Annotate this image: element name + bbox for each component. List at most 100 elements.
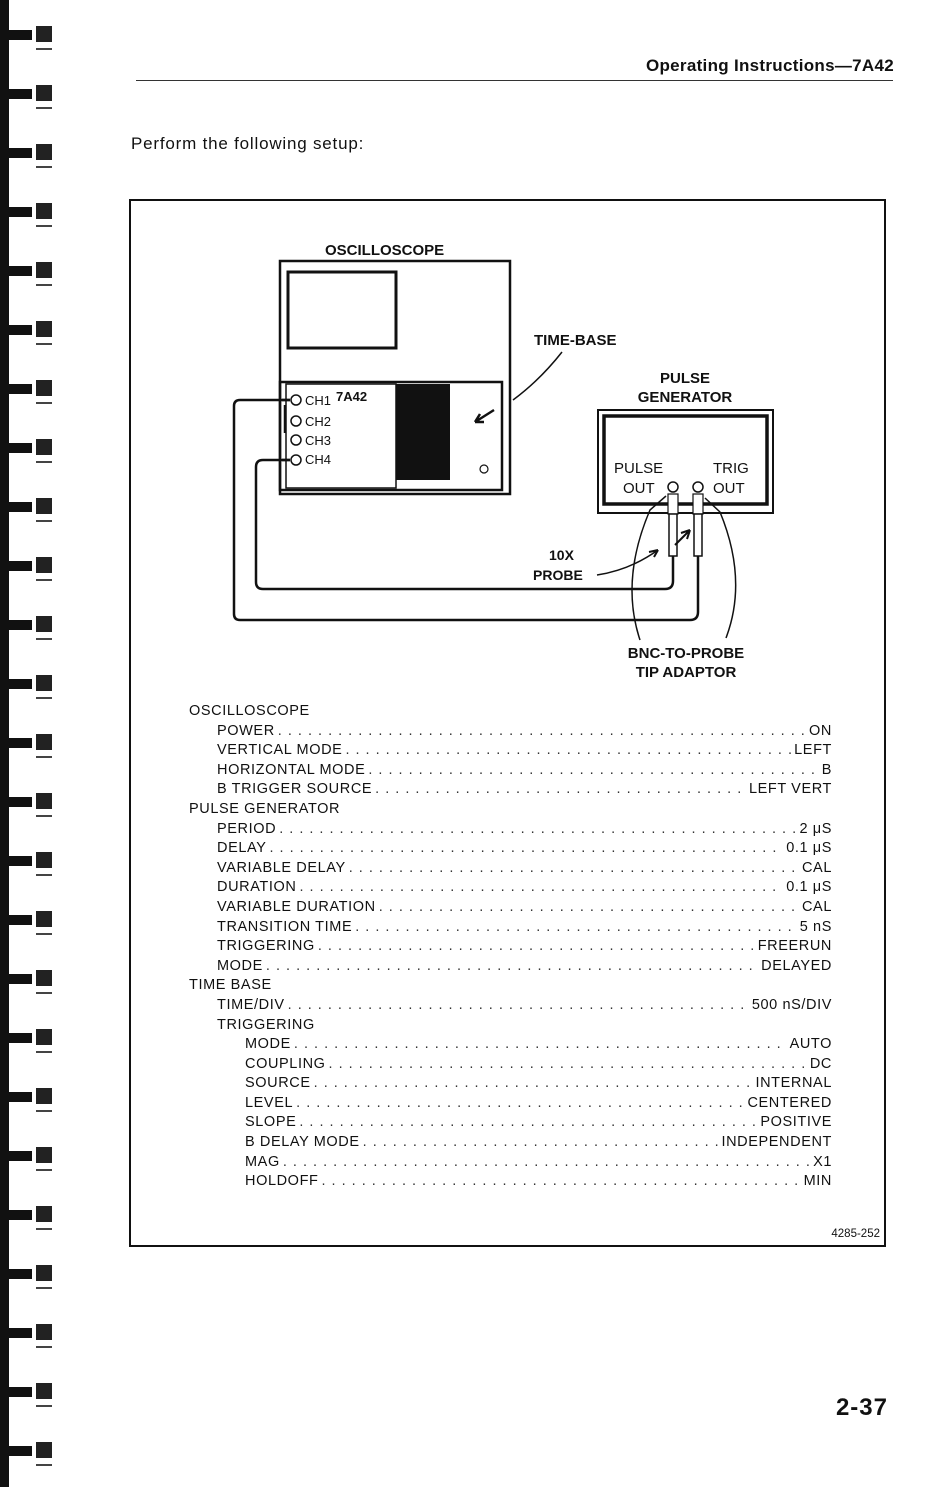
binding-mark bbox=[36, 166, 52, 168]
setting-row: HOLDOFF MIN bbox=[189, 1172, 832, 1192]
channel-label-ch1: CH1 bbox=[305, 393, 331, 408]
trig-out-connector bbox=[692, 481, 704, 493]
pulse-gen-label-1: PULSE bbox=[660, 370, 710, 387]
setting-row: LEVEL CENTERED bbox=[189, 1094, 832, 1114]
setting-label: B DELAY MODE bbox=[245, 1134, 360, 1151]
setting-label: MODE bbox=[245, 1036, 291, 1053]
binding-hole bbox=[36, 557, 52, 573]
binding-ring bbox=[0, 502, 32, 512]
setting-label: POWER bbox=[217, 722, 275, 739]
settings-list: OSCILLOSCOPE POWERONVERTICAL MODELEFTHOR… bbox=[189, 702, 832, 1192]
figure-frame bbox=[129, 199, 886, 1247]
plugin-compartment bbox=[278, 380, 504, 492]
binding-ring bbox=[0, 1446, 32, 1456]
channel-label-ch2: CH2 bbox=[305, 414, 331, 429]
setting-value: DELAYED bbox=[761, 957, 832, 974]
binding-hole bbox=[36, 262, 52, 278]
binding-ring bbox=[0, 1033, 32, 1043]
setting-label: TRIGGERING bbox=[217, 938, 315, 955]
setting-value: 5 nS bbox=[799, 918, 832, 935]
binding-mark bbox=[36, 520, 52, 522]
page-number: 2-37 bbox=[835, 1394, 888, 1421]
binding-mark bbox=[36, 107, 52, 109]
setting-label: TRANSITION TIME bbox=[217, 918, 353, 935]
binding-mark bbox=[36, 1464, 52, 1466]
dot-leader bbox=[379, 898, 799, 918]
dot-leader bbox=[283, 1153, 810, 1173]
adaptor-leader-left bbox=[631, 495, 667, 641]
dot-leader bbox=[314, 1074, 753, 1094]
plugin-panel-black bbox=[396, 384, 450, 480]
setting-row: MODE DELAYED bbox=[189, 957, 832, 977]
probe-label-2: PROBE bbox=[533, 567, 583, 583]
binding-hole bbox=[36, 1265, 52, 1281]
probe-leader bbox=[596, 549, 659, 576]
setting-row: VARIABLE DURATIONCAL bbox=[189, 898, 832, 918]
setting-value: ON bbox=[809, 722, 832, 739]
pulse-out-connector bbox=[667, 481, 679, 493]
binding-mark bbox=[36, 1110, 52, 1112]
setting-row: TRANSITION TIME 5 nS bbox=[189, 918, 832, 938]
setting-row: PERIOD2 μS bbox=[189, 820, 832, 840]
setting-label: B TRIGGER SOURCE bbox=[217, 781, 373, 798]
setting-label: MODE bbox=[217, 957, 263, 974]
dot-leader bbox=[363, 1133, 719, 1153]
adaptor-leader-right bbox=[704, 497, 737, 639]
binding-mark bbox=[36, 638, 52, 640]
binding-mark bbox=[36, 225, 52, 227]
binding-ring bbox=[0, 915, 32, 925]
timebase-arrow bbox=[473, 408, 495, 424]
trig-out-label-1: TRIG bbox=[713, 460, 749, 477]
probe-lead-in bbox=[282, 398, 290, 462]
probe-label-1: 10X bbox=[549, 547, 575, 563]
dot-leader bbox=[318, 937, 755, 957]
intro-text: Perform the following setup: bbox=[131, 134, 365, 153]
section-triggering: TRIGGERING bbox=[217, 1016, 315, 1033]
binding-mark bbox=[36, 697, 52, 699]
binding-hole bbox=[36, 144, 52, 160]
binding-mark bbox=[36, 343, 52, 345]
binding-mark bbox=[36, 461, 52, 463]
setting-value: 2 μS bbox=[799, 820, 832, 837]
setting-row: SOURCEINTERNAL bbox=[189, 1074, 832, 1094]
setting-label: LEVEL bbox=[245, 1094, 294, 1111]
binding-mark bbox=[36, 1169, 52, 1171]
binding-ring bbox=[0, 89, 32, 99]
setting-row: SLOPEPOSITIVE bbox=[189, 1113, 832, 1133]
oscilloscope-body bbox=[278, 259, 512, 496]
binding-hole bbox=[36, 439, 52, 455]
setting-label: SOURCE bbox=[245, 1075, 311, 1092]
setting-value: B bbox=[821, 761, 832, 778]
binding-hole bbox=[36, 911, 52, 927]
binding-hole bbox=[36, 675, 52, 691]
setting-row: MAGX1 bbox=[189, 1153, 832, 1173]
dot-leader bbox=[299, 878, 783, 898]
binding-mark bbox=[36, 933, 52, 935]
setting-value: 500 nS/DIV bbox=[751, 996, 832, 1013]
binding-ring bbox=[0, 1092, 32, 1102]
setting-value: MIN bbox=[803, 1173, 832, 1190]
pulse-out-label-2: OUT bbox=[623, 480, 655, 497]
probe-cable-ch4 bbox=[254, 458, 675, 591]
binding-mark bbox=[36, 1228, 52, 1230]
dot-leader bbox=[279, 820, 796, 840]
setting-row: TIME/DIV500 nS/DIV bbox=[189, 996, 832, 1016]
setting-value: CENTERED bbox=[747, 1094, 832, 1111]
binding-mark bbox=[36, 402, 52, 404]
binding-ring bbox=[0, 561, 32, 571]
setting-value: DC bbox=[809, 1055, 832, 1072]
binding-ring bbox=[0, 30, 32, 40]
binding-ring bbox=[0, 1210, 32, 1220]
plugin-name: 7A42 bbox=[336, 389, 367, 404]
setting-row: DURATION0.1 μS bbox=[189, 878, 832, 898]
oscilloscope-label: OSCILLOSCOPE bbox=[325, 242, 444, 259]
binding-ring bbox=[0, 266, 32, 276]
setting-label: HORIZONTAL MODE bbox=[217, 761, 366, 778]
binding-hole bbox=[36, 970, 52, 986]
binding-ring bbox=[0, 797, 32, 807]
section-time-base: TIME BASE bbox=[189, 977, 272, 994]
setting-label: HOLDOFF bbox=[245, 1173, 319, 1190]
pulse-generator-panel bbox=[602, 414, 769, 506]
setting-label: VARIABLE DURATION bbox=[217, 898, 376, 915]
setting-label: DELAY bbox=[217, 840, 267, 857]
